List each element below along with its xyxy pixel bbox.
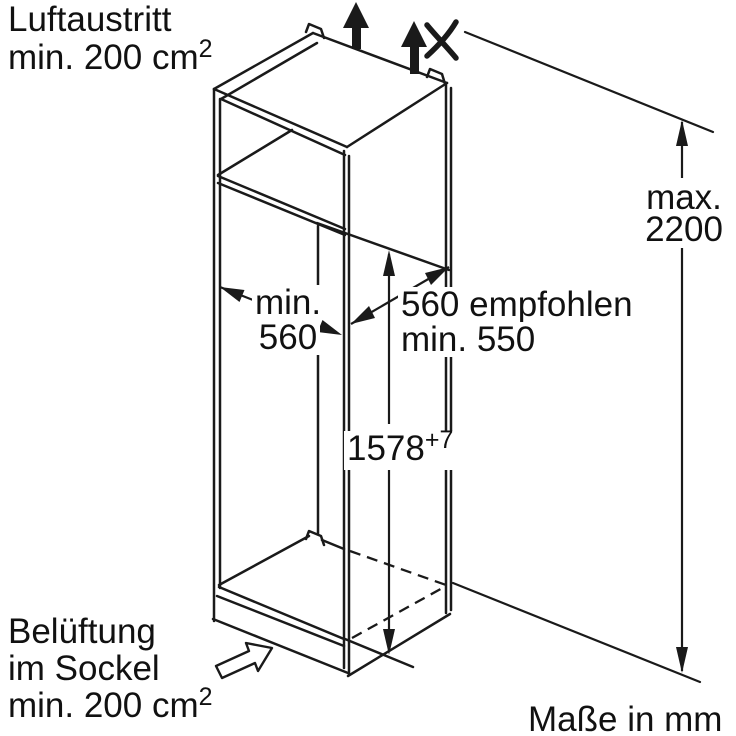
superscript: 2 (198, 683, 213, 711)
total-height-line2: 2200 (645, 210, 723, 249)
label-vent-socket: Belüftung im Sockel min. 200 cm2 (8, 613, 213, 728)
x-mark-icon (424, 19, 459, 61)
niche-depth-line2: min. 550 (398, 322, 539, 357)
label-niche-depth: 560 empfohlen min. 550 (398, 287, 636, 357)
dim-niche-height (383, 250, 395, 655)
dim-max-height (676, 120, 688, 673)
total-height-line1: max. (646, 178, 722, 217)
label-niche-width: min. 560 (248, 285, 328, 355)
air-outlet-arrows (343, 2, 427, 74)
label-units: Maße in mm (528, 700, 723, 736)
air-inlet-arrow-icon (214, 641, 274, 680)
niche-depth-line1: 560 empfohlen (398, 287, 636, 322)
niche-width-line1: min. (251, 285, 325, 320)
tolerance-superscript: +7 (424, 426, 454, 454)
up-arrow-icon (401, 21, 427, 74)
dim-niche-width (219, 285, 342, 335)
air-outlet-line2: min. 200 cm2 (8, 35, 213, 77)
air-outlet-line1: Luftaustritt (8, 0, 172, 39)
superscript: 2 (198, 35, 213, 63)
leader-lines (451, 30, 715, 684)
label-air-outlet: Luftaustritt min. 200 cm2 (8, 1, 213, 80)
vent-socket-line2: im Sockel (8, 649, 160, 688)
vent-socket-line3: min. 200 cm2 (8, 683, 213, 725)
niche-width-line2: 560 (255, 320, 321, 355)
vent-socket-line1: Belüftung (8, 612, 156, 651)
niche-height-value: 1578+7 (344, 426, 457, 470)
up-arrow-icon (343, 2, 369, 49)
label-niche-height: 1578+7 (344, 426, 457, 470)
label-total-height: max. 2200 (640, 178, 728, 249)
